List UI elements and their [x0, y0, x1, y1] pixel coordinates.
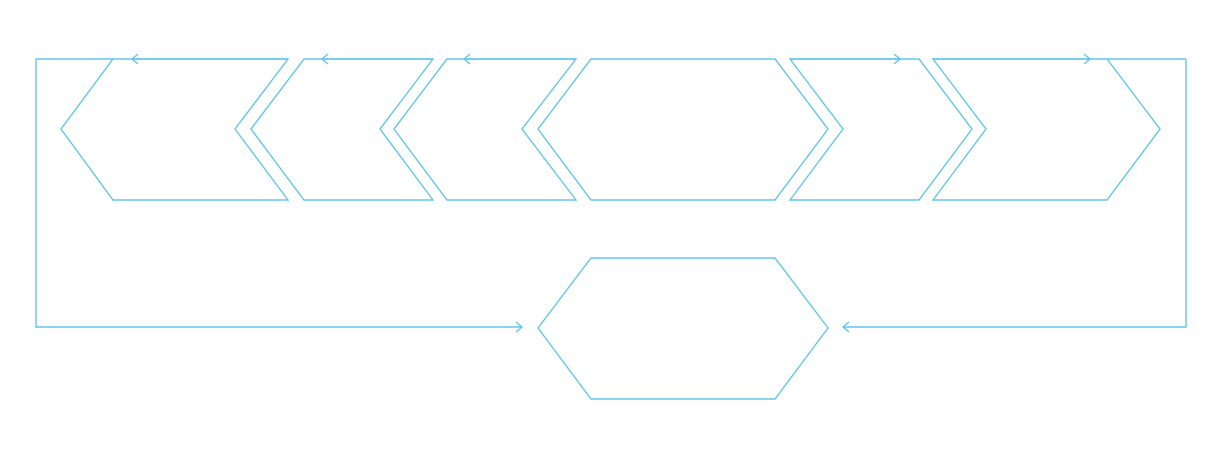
right-chevron-2 [931, 58, 1161, 201]
left-chevron-2 [250, 58, 435, 201]
left-chevron-1 [60, 58, 290, 201]
bottom-hexagon [537, 257, 829, 400]
connector-left-to-bottom-hexagon [35, 58, 524, 333]
connector-right-to-bottom-hexagon [841, 59, 1187, 333]
left-chevron-3 [393, 58, 578, 201]
right-chevron-1 [788, 58, 973, 201]
arrow-center-to-right-1 [790, 53, 902, 65]
arrow-left-2-to-left-1 [130, 53, 288, 65]
center-hexagon [537, 58, 829, 201]
arrow-right-1-to-right-2 [933, 53, 1092, 65]
arrow-left-3-to-left-2 [320, 53, 433, 65]
arrow-center-to-left-3 [462, 53, 576, 65]
